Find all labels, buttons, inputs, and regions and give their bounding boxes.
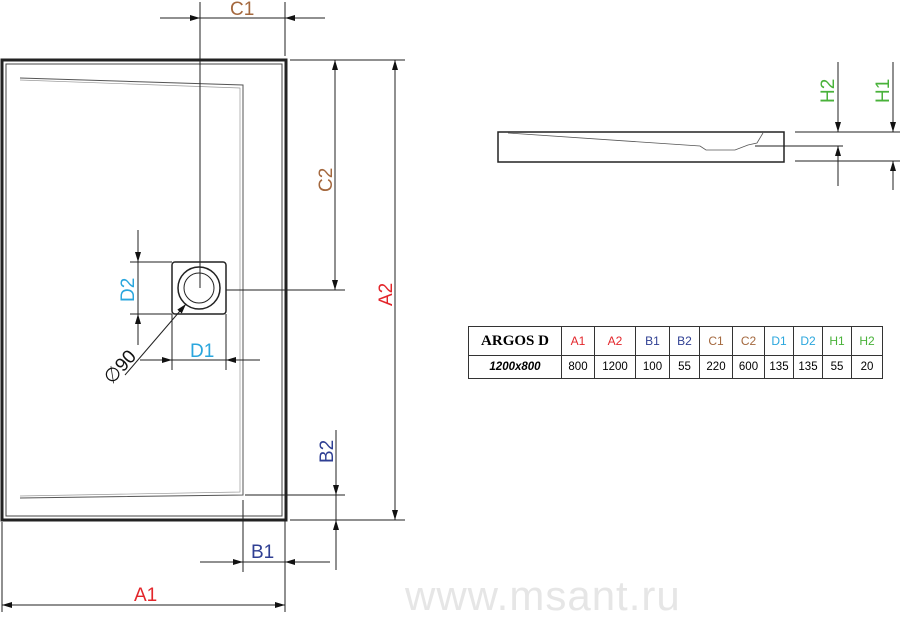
dimension-b2: B2 bbox=[245, 430, 345, 570]
dimension-a1: A1 bbox=[1, 522, 285, 612]
dimension-a2: A2 bbox=[290, 60, 405, 521]
label-b2: B2 bbox=[317, 440, 338, 463]
dimension-b1: B1 bbox=[200, 500, 330, 612]
label-c1: C1 bbox=[230, 0, 254, 20]
table-row: 1200x800 800 1200 100 55 220 600 135 135… bbox=[468, 355, 883, 379]
value-a2: 1200 bbox=[594, 355, 636, 379]
header-d1: D1 bbox=[764, 326, 794, 356]
drain bbox=[171, 261, 227, 315]
dimension-c1: C1 bbox=[160, 0, 325, 288]
label-c2: C2 bbox=[316, 168, 337, 192]
value-c1: 220 bbox=[699, 355, 733, 379]
header-h1: H1 bbox=[822, 326, 852, 356]
spec-table: ARGOS D A1 A2 B1 B2 C1 C2 D1 D2 H1 H2 12… bbox=[468, 326, 883, 379]
model-name: ARGOS D bbox=[468, 326, 562, 356]
label-h2: H2 bbox=[818, 79, 839, 103]
dimension-diameter: ∅90 bbox=[100, 303, 187, 388]
table-header-row: ARGOS D A1 A2 B1 B2 C1 C2 D1 D2 H1 H2 bbox=[468, 326, 883, 356]
header-c2: C2 bbox=[732, 326, 765, 356]
value-h1: 55 bbox=[822, 355, 852, 379]
header-a2: A2 bbox=[594, 326, 636, 356]
dimension-h1: H1 bbox=[873, 62, 896, 190]
value-c2: 600 bbox=[732, 355, 765, 379]
header-a1: A1 bbox=[561, 326, 595, 356]
size-cell: 1200x800 bbox=[468, 355, 562, 379]
value-d2: 135 bbox=[793, 355, 823, 379]
value-a1: 800 bbox=[561, 355, 595, 379]
label-a1: A1 bbox=[134, 585, 157, 606]
dimension-h2: H2 bbox=[818, 62, 841, 186]
label-h1: H1 bbox=[873, 79, 894, 103]
watermark: www.msant.ru bbox=[405, 572, 681, 619]
header-c1: C1 bbox=[699, 326, 733, 356]
label-d1: D1 bbox=[190, 341, 214, 362]
dimension-d1: D1 bbox=[140, 314, 260, 370]
label-b1: B1 bbox=[251, 542, 274, 563]
value-h2: 20 bbox=[851, 355, 883, 379]
header-b1: B1 bbox=[635, 326, 670, 356]
value-d1: 135 bbox=[764, 355, 794, 379]
header-b2: B2 bbox=[669, 326, 700, 356]
label-a2: A2 bbox=[376, 283, 397, 306]
dimension-d2: D2 bbox=[118, 230, 172, 345]
label-d2: D2 bbox=[118, 278, 139, 302]
label-diameter: ∅90 bbox=[100, 346, 141, 388]
tray-side-view bbox=[497, 131, 900, 163]
dimension-c2: C2 bbox=[226, 59, 405, 291]
value-b1: 100 bbox=[635, 355, 670, 379]
value-b2: 55 bbox=[669, 355, 700, 379]
header-d2: D2 bbox=[793, 326, 823, 356]
header-h2: H2 bbox=[851, 326, 883, 356]
